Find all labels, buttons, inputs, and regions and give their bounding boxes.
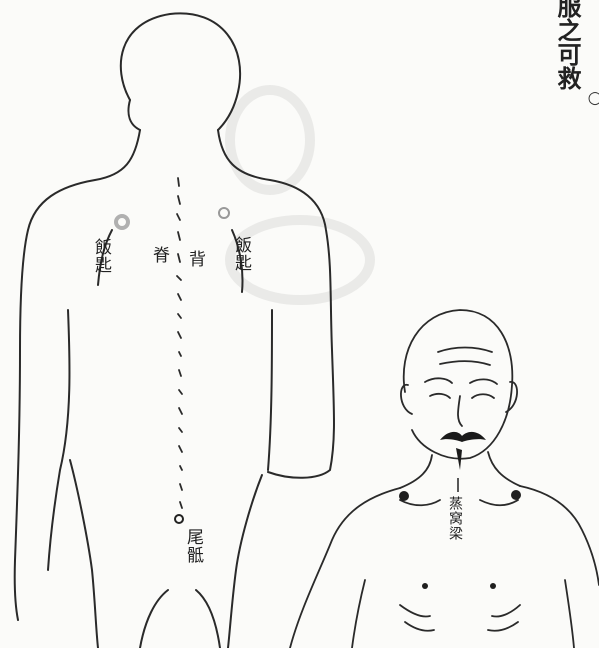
label-tail-point: 尾骶 xyxy=(184,528,201,564)
left-shoulder-point xyxy=(399,491,409,501)
left-ear xyxy=(401,385,412,414)
right-eye xyxy=(472,394,494,398)
left-nipple-point xyxy=(422,583,428,589)
label-right-point: 飯匙 xyxy=(232,236,249,272)
rib-line xyxy=(488,622,518,631)
back-figure-outline xyxy=(15,130,140,620)
front-figure-shoulder-left xyxy=(290,488,400,648)
back-figure-waist-left xyxy=(70,460,98,648)
back-figure-buttock-left xyxy=(140,590,168,648)
front-figure-shoulder-right xyxy=(520,486,599,585)
right-brow xyxy=(470,379,497,384)
left-brow xyxy=(425,378,452,383)
left-eye xyxy=(430,394,450,398)
back-figure-waist-right xyxy=(228,475,262,648)
left-point-marker xyxy=(116,216,128,228)
left-collarbone xyxy=(400,500,440,505)
forehead-wrinkle xyxy=(438,348,492,353)
front-figure-arm-left xyxy=(352,580,365,648)
rib-line xyxy=(405,622,434,631)
corner-circle-marker: ○ xyxy=(586,88,599,109)
bleed-through-stain xyxy=(230,90,310,190)
back-figure-head-left xyxy=(128,100,140,130)
front-figure-arm-right xyxy=(565,580,574,648)
label-back: 背 xyxy=(186,250,203,268)
spine-line xyxy=(177,178,182,508)
tail-point-marker xyxy=(175,515,183,523)
label-spine: 脊 xyxy=(150,246,167,264)
front-figure-neck-right xyxy=(488,452,520,486)
forehead-wrinkle xyxy=(440,361,490,365)
label-left-point: 飯匙 xyxy=(92,238,109,274)
back-figure-head xyxy=(121,13,240,130)
back-figure-right-arm xyxy=(268,310,272,470)
right-collarbone xyxy=(480,500,518,505)
label-chest-line: 蒸窝梁 xyxy=(448,496,462,541)
front-figure-neck-left xyxy=(400,455,432,488)
rib-line xyxy=(400,605,430,617)
right-nipple-point xyxy=(490,583,496,589)
rib-line xyxy=(492,605,520,617)
bleed-through-stain xyxy=(230,220,370,300)
back-figure-left-arm xyxy=(48,310,70,570)
back-figure-buttock-right xyxy=(196,590,220,648)
right-point-marker xyxy=(219,208,229,218)
corner-text: 服之可救 xyxy=(555,0,579,90)
nose xyxy=(458,396,462,426)
moustache xyxy=(440,432,486,442)
right-shoulder-point xyxy=(511,490,521,500)
